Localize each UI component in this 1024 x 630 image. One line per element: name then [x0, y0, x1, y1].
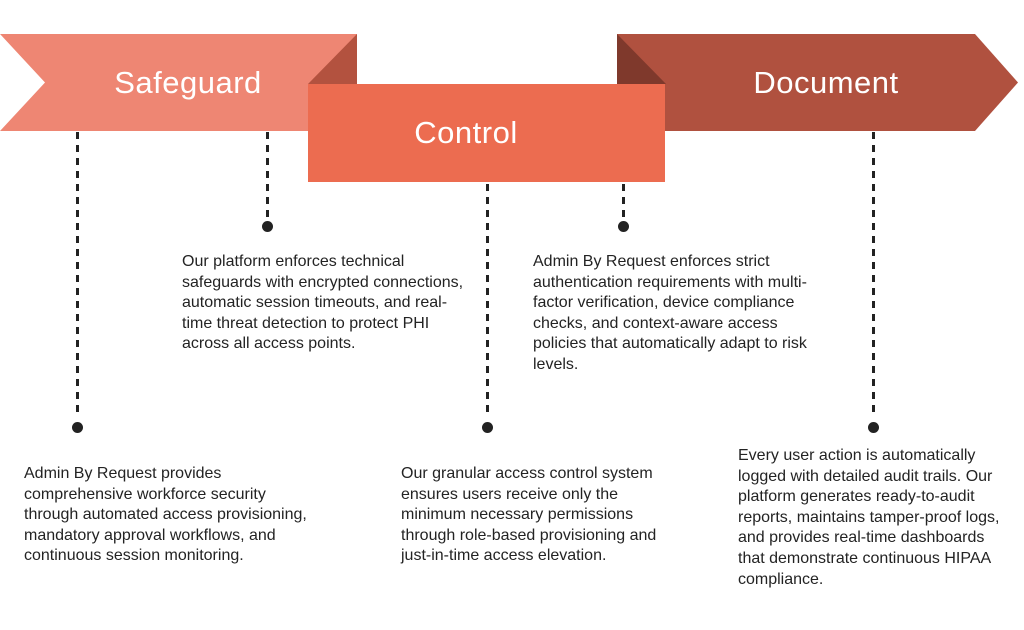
connector-line-platform-safeguards: [266, 132, 269, 218]
connector-line-audit-logging: [872, 132, 875, 416]
control-ribbon-label: Control: [414, 115, 518, 150]
document-ribbon-arrow: [617, 34, 1018, 131]
callout-authentication-controls: Admin By Request enforces strict authent…: [533, 253, 807, 373]
document-ribbon-label: Document: [753, 64, 899, 100]
connector-line-workforce-security: [76, 132, 79, 416]
callout-granular-access: Our granular access control system ensur…: [401, 465, 657, 565]
connector-dot-platform-safeguards: [262, 221, 273, 232]
connector-line-authentication-controls: [622, 184, 625, 218]
safeguard-ribbon-label: Safeguard: [114, 64, 262, 100]
callout-audit-logging: Every user action is automatically logge…: [738, 447, 1000, 588]
connector-dot-workforce-security: [72, 422, 83, 433]
safeguard-ribbon: [0, 34, 357, 131]
connector-dot-granular-access: [482, 422, 493, 433]
connector-dot-authentication-controls: [618, 221, 629, 232]
control-ribbon: [308, 84, 665, 182]
connector-line-granular-access: [486, 184, 489, 418]
callout-workforce-security: Admin By Request provides comprehensive …: [24, 465, 307, 565]
connector-dot-audit-logging: [868, 422, 879, 433]
callout-platform-safeguards: Our platform enforces technical safeguar…: [182, 253, 464, 353]
